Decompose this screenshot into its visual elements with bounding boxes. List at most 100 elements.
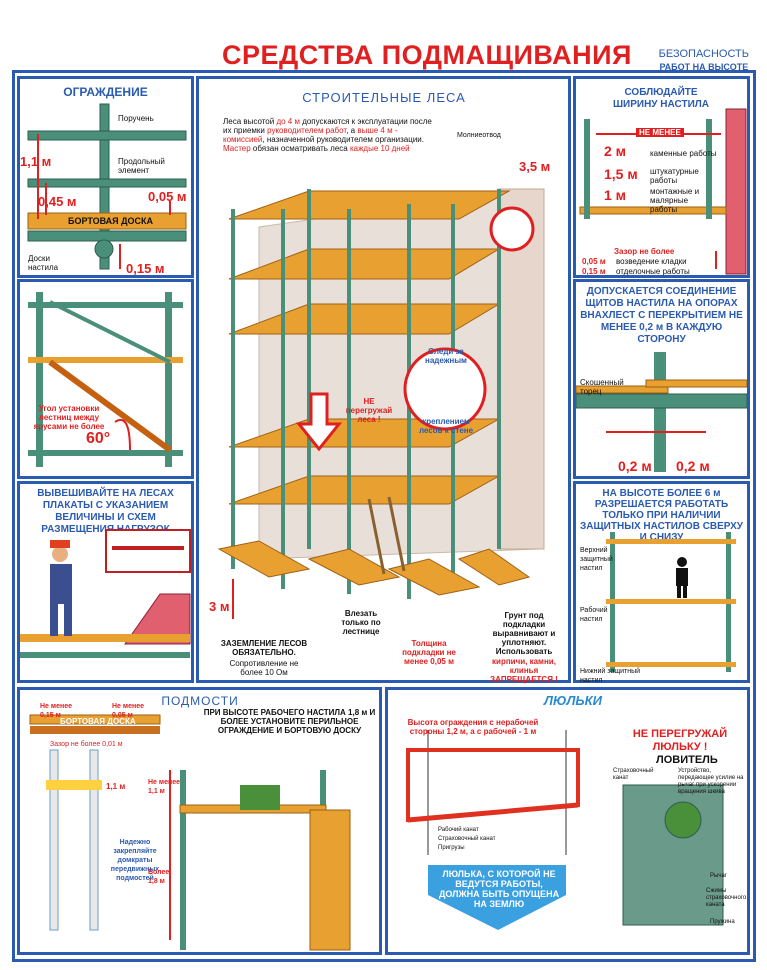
podmosti-nl1: Не менее 0,15 м <box>40 703 72 719</box>
anchor-bottom: креплением лесов к стене <box>418 417 474 435</box>
cradle-lever: Рычаг <box>710 873 727 879</box>
panel-overlap: ДОПУСКАЕТСЯ СОЕДИНЕНИЕ ЩИТОВ НАСТИЛА НА … <box>573 279 750 479</box>
guard-h2: 0,45 м <box>38 194 77 209</box>
podmosti-gap: Зазор не более 0,01 м <box>50 741 123 748</box>
overlap-heading: ДОПУСКАЕТСЯ СОЕДИНЕНИЕ ЩИТОВ НАСТИЛА НА … <box>580 286 743 345</box>
overlap-d2: 0,2 м <box>676 458 710 474</box>
podmosti-h11: 1,1 м <box>106 782 126 791</box>
ground-text: Сопротивление не более 10 Ом <box>229 659 299 677</box>
panel-posters: ВЫВЕШИВАЙТЕ НА ЛЕСАХ ПЛАКАТЫ С УКАЗАНИЕМ… <box>17 481 194 683</box>
width-w1: 2 м <box>604 143 627 159</box>
cradle-drawing <box>406 730 724 930</box>
podmosti-drawing <box>29 714 351 951</box>
dim-3m: 3 м <box>209 599 230 614</box>
width-w1-text: каменные работы <box>650 149 717 158</box>
width-gap2-text: отделочные работы <box>616 267 690 276</box>
panel-scaffold: СТРОИТЕЛЬНЫЕ ЛЕСА Леса высотой до 4 м до… <box>196 76 571 684</box>
guard-longitudinal: Продольный элемент <box>118 157 165 175</box>
panel-podmosti: ПОДМОСТИ Не менее 0,15 м Не менее 0,05 м… <box>17 687 382 955</box>
width-w2: 1,5 м <box>604 166 638 182</box>
posters-drawing <box>20 529 191 658</box>
width-w3: 1 м <box>604 187 627 203</box>
pad-thickness: Толщина подкладки не менее 0,05 м <box>402 639 456 666</box>
protect-heading: НА ВЫСОТЕ БОЛЕЕ 6 м РАЗРЕШАЕТСЯ РАБОТАТЬ… <box>580 488 743 543</box>
intro-c: допускаются к эксплуатации после их прие… <box>223 117 432 135</box>
protect-work: Рабочий настил <box>580 607 608 623</box>
width-gap2: 0,15 м <box>582 267 606 276</box>
cradle-safety-rope: Страховочный канат <box>613 768 654 781</box>
cradle-jaws: Сжимы страховочного каната <box>706 888 747 908</box>
page-title: СРЕДСТВА ПОДМАЩИВАНИЯ <box>222 40 632 70</box>
podmosti-jacks: Надежно закрепляйте домкраты передвижных… <box>110 839 160 882</box>
climb-note: Влезать только по лестнице <box>341 609 381 636</box>
podmosti-min11: Не менее 1,1 м <box>148 779 180 795</box>
protect-bottom: Нижний защитный настил <box>580 668 641 684</box>
cradle-work-rope: Рабочий канат <box>438 827 479 833</box>
panel-guard: ОГРАЖДЕНИЕ Поручень Продольный элемент 1… <box>17 76 194 278</box>
no-overload: НЕ перегружай леса ! <box>345 397 393 424</box>
protect-top: Верхний защитный настил <box>580 547 613 572</box>
panel-width: СОБЛЮДАЙТЕ ШИРИНУ НАСТИЛА НЕ МЕНЕЕ 2 м к… <box>573 76 750 278</box>
scaffold-intro: Леса высотой до 4 м допускаются к эксплу… <box>223 117 433 153</box>
intro-h: Мастер <box>223 144 251 153</box>
guard-drawing <box>27 103 187 270</box>
protect-drawing <box>606 532 736 672</box>
guard-board: БОРТОВАЯ ДОСКА <box>68 216 154 226</box>
soil-b: кирпичи, камни, клинья ЗАПРЕЩАЕТСЯ ! <box>490 657 558 684</box>
cradle-spring: Пружина <box>710 919 735 925</box>
width-w2-text: штукатурные работы <box>650 167 699 185</box>
anchor-top: Следи за надежным <box>425 347 467 365</box>
podmosti-heading: ПОДМОСТИ <box>161 694 239 708</box>
width-drawing <box>579 108 747 275</box>
guard-h3: 0,05 м <box>148 189 187 204</box>
intro-b: до 4 м <box>276 117 300 126</box>
intro-i: обязан осматривать леса <box>250 144 350 153</box>
width-gap1-text: возведение кладки <box>616 257 687 266</box>
cradle-fence: Высота ограждения с нерабочей стороны 1,… <box>407 718 539 736</box>
ladder-angle: 60° <box>86 430 111 447</box>
panel-protect: НА ВЫСОТЕ БОЛЕЕ 6 м РАЗРЕШАЕТСЯ РАБОТАТЬ… <box>573 481 750 684</box>
intro-d: руководителем работ <box>267 126 347 135</box>
cradle-safety-rope2: Страховочный канат <box>438 836 496 842</box>
ladder-drawing <box>28 292 183 467</box>
ground-title: ЗАЗЕМЛЕНИЕ ЛЕСОВ ОБЯЗАТЕЛЬНО. <box>220 639 308 657</box>
width-not-less: НЕ МЕНЕЕ <box>636 128 684 137</box>
cradle-device: Устройство, передающее усилие на рычаг п… <box>678 768 744 795</box>
width-gap-title: Зазор не более <box>614 247 675 256</box>
cradle-no-overload: НЕ ПЕРЕГРУЖАЙ ЛЮЛЬКУ ! <box>632 728 728 753</box>
podmosti-rule: ПРИ ВЫСОТЕ РАБОЧЕГО НАСТИЛА 1,8 м И БОЛЕ… <box>203 708 376 735</box>
scaffold-heading: СТРОИТЕЛЬНЫЕ ЛЕСА <box>302 90 466 105</box>
intro-a: Леса высотой <box>223 117 277 126</box>
intro-f: выше 4 м - комиссией <box>223 126 398 144</box>
width-gap1: 0,05 м <box>582 257 606 266</box>
podmosti-board: БОРТОВАЯ ДОСКА <box>60 717 136 726</box>
width-w3-text: монтажные и малярные работы <box>650 187 700 214</box>
corner-line1: БЕЗОПАСНОСТЬ <box>658 48 749 60</box>
intro-e: , а <box>346 126 358 135</box>
cradle-heading: ЛЮЛЬКИ <box>544 693 602 708</box>
intro-g: , назначенной руководителем организации. <box>262 135 424 144</box>
ladder-note: Угол установки лестниц между ярусами не … <box>33 404 105 431</box>
cradle-banner: ЛЮЛЬКА, С КОТОРОЙ НЕ ВЕДУТСЯ РАБОТЫ, ДОЛ… <box>438 869 560 909</box>
podmosti-nl2: Не менее 0,05 м <box>112 703 144 719</box>
corner-line2: РАБОТ НА ВЫСОТЕ <box>659 62 749 72</box>
height-3-5: 3,5 м <box>519 159 551 174</box>
overlap-drawing <box>576 352 747 472</box>
guard-deck-boards: Доски настила <box>28 254 59 272</box>
panel-cradle: ЛЮЛЬКИ Высота ограждения с нерабочей сто… <box>385 687 750 955</box>
panel-ladder: Угол установки лестниц между ярусами не … <box>17 279 194 479</box>
lightning-rod: Молниеотвод <box>457 132 501 139</box>
overlap-d1: 0,2 м <box>618 458 652 474</box>
cradle-catcher: ЛОВИТЕЛЬ <box>656 754 718 766</box>
cradle-weights: Пригрузы <box>438 845 465 851</box>
intro-j: каждые 10 дней <box>349 144 410 153</box>
guard-h1: 1,1 м <box>20 154 52 169</box>
podmosti-more18: Более 1,8 м <box>148 869 170 885</box>
scaffold-drawing <box>217 188 545 619</box>
guard-h4: 0,15 м <box>126 261 165 276</box>
corner-caption: БЕЗОПАСНОСТЬ РАБОТ НА ВЫСОТЕ <box>659 48 749 74</box>
guard-handrail: Поручень <box>118 114 154 123</box>
overlap-bevel: Скошенный торец <box>580 378 624 396</box>
soil-a: Грунт под подкладки выравнивают и уплотн… <box>492 611 556 656</box>
